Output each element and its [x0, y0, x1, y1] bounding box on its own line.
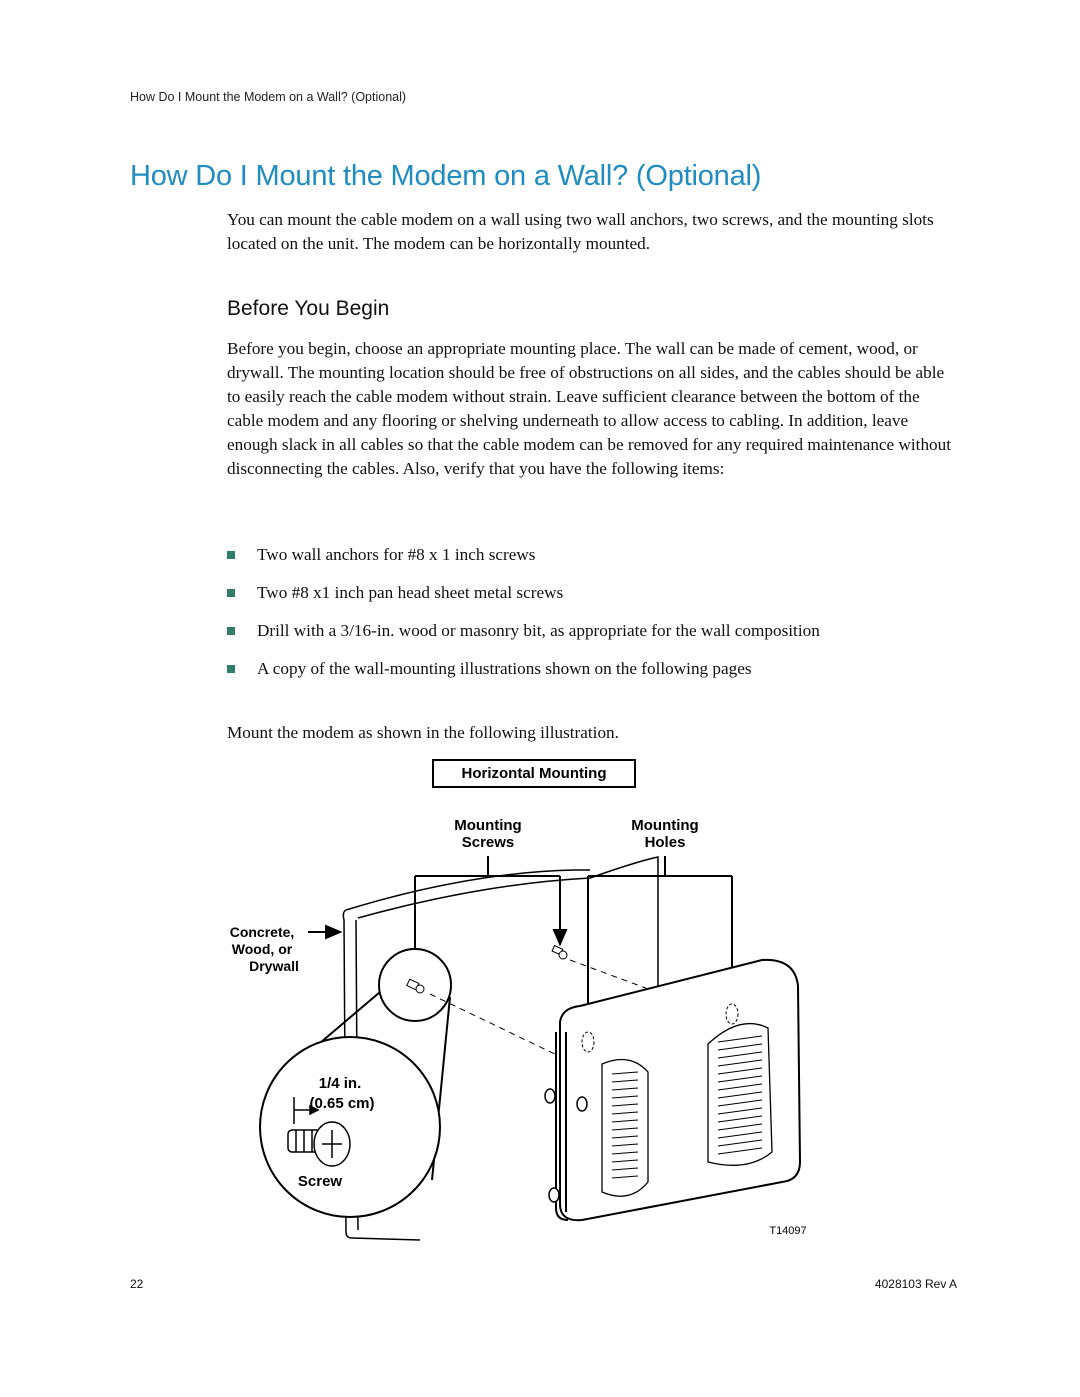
label-mounting-screws-1: Mounting — [454, 817, 521, 834]
wall-mount-illustration: Horizontal Mounting Mounting Screws Moun… — [230, 759, 807, 1241]
vent-slot — [611, 1087, 639, 1091]
vent-slot — [717, 1099, 763, 1107]
vent-grille-right — [707, 1022, 773, 1166]
wall-arrow — [308, 924, 343, 940]
vent-slot — [611, 1071, 639, 1075]
vent-slot — [717, 1051, 763, 1059]
magnify-circle-large — [259, 1036, 441, 1218]
wall-label-2: Wood, or — [232, 941, 293, 957]
vent-slot — [717, 1131, 763, 1139]
vent-slots — [611, 1035, 763, 1179]
dimension-inches: 1/4 in. — [319, 1075, 362, 1092]
square-bullet-icon — [227, 589, 235, 597]
square-bullet-icon — [227, 627, 235, 635]
list-item-text: Two #8 x1 inch pan head sheet metal scre… — [257, 583, 564, 602]
dimension-arrow — [293, 1097, 320, 1124]
label-mounting-holes-1: Mounting — [631, 817, 698, 834]
vent-slot — [717, 1123, 763, 1131]
list-item-text: Two wall anchors for #8 x 1 inch screws — [257, 545, 536, 564]
list-item: Two wall anchors for #8 x 1 inch screws — [227, 543, 927, 567]
vent-slot — [611, 1151, 639, 1155]
vent-slot — [717, 1107, 763, 1115]
required-items-list: Two wall anchors for #8 x 1 inch screws … — [227, 543, 927, 695]
closing-paragraph: Mount the modem as shown in the followin… — [227, 723, 619, 742]
label-mounting-holes-2: Holes — [645, 834, 686, 851]
page-number: 22 — [130, 1277, 144, 1291]
vent-slot — [611, 1079, 639, 1083]
vent-slot — [611, 1159, 639, 1163]
figure-title: Horizontal Mounting — [462, 765, 607, 782]
vent-slot — [611, 1111, 639, 1115]
vent-slot — [611, 1127, 639, 1131]
vent-slot — [611, 1119, 639, 1123]
square-bullet-icon — [227, 665, 235, 673]
dimension-cm: (0.65 cm) — [309, 1095, 374, 1112]
vent-slot — [717, 1075, 763, 1083]
figure-title-box — [432, 759, 636, 788]
list-item-text: Drill with a 3/16-in. wood or masonry bi… — [257, 621, 820, 640]
document-id: 4028103 Rev A — [874, 1277, 957, 1291]
section-paragraph: Before you begin, choose an appropriate … — [227, 339, 951, 478]
vent-slot — [717, 1115, 763, 1123]
vent-slot — [611, 1143, 639, 1147]
list-item: Drill with a 3/16-in. wood or masonry bi… — [227, 619, 927, 643]
vent-slot — [611, 1103, 639, 1107]
screw-small-icon-2 — [551, 944, 568, 960]
running-header: How Do I Mount the Modem on a Wall? (Opt… — [130, 90, 407, 104]
wall-label-3: Drywall — [249, 958, 299, 974]
vent-slot — [717, 1083, 763, 1091]
intro-paragraph: You can mount the cable modem on a wall … — [227, 210, 934, 253]
mounting-hole-icons — [581, 1003, 739, 1053]
vent-slot — [611, 1095, 639, 1099]
screw-small-icon — [406, 978, 425, 994]
wall-label-1: Concrete, — [230, 924, 295, 940]
vent-grille-left — [601, 1058, 649, 1197]
screw-label: Screw — [298, 1173, 343, 1190]
label-mounting-screws-2: Screws — [462, 834, 515, 851]
vent-slot — [611, 1135, 639, 1139]
square-bullet-icon — [227, 551, 235, 559]
list-item: A copy of the wall-mounting illustration… — [227, 657, 927, 681]
page-title: How Do I Mount the Modem on a Wall? (Opt… — [130, 160, 762, 192]
modem-unit — [555, 958, 802, 1222]
list-item: Two #8 x1 inch pan head sheet metal scre… — [227, 581, 927, 605]
vent-slot — [611, 1175, 639, 1179]
vent-slot — [611, 1167, 639, 1171]
figure-id: T14097 — [769, 1225, 806, 1237]
list-item-text: A copy of the wall-mounting illustration… — [257, 659, 752, 678]
vent-slot — [717, 1091, 763, 1099]
modem-side-feet — [544, 1088, 588, 1203]
vent-slot — [717, 1059, 763, 1067]
vent-slot — [717, 1043, 763, 1051]
section-heading: Before You Begin — [227, 297, 390, 320]
vent-slot — [717, 1147, 763, 1155]
screw-large-icon — [287, 1121, 351, 1167]
vent-slot — [717, 1139, 763, 1147]
vent-slot — [717, 1067, 763, 1075]
vent-slot — [717, 1035, 763, 1043]
